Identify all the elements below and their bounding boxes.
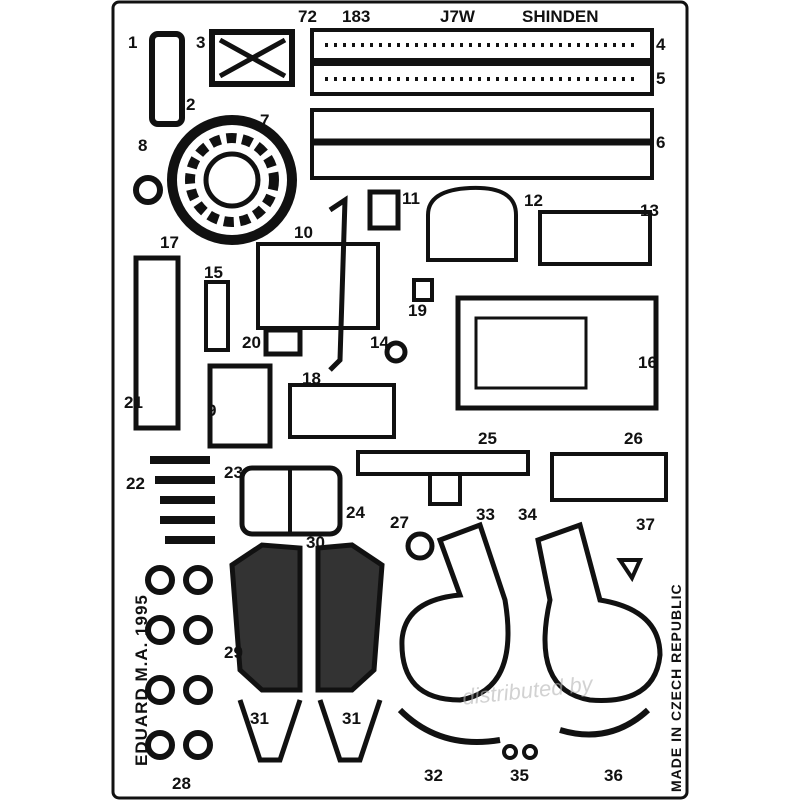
part-label: 17 [160, 233, 179, 252]
part-label: 9 [207, 401, 217, 420]
part-37 [616, 558, 644, 583]
part-label: 29 [224, 643, 243, 662]
part-11 [367, 189, 401, 231]
title-model: J7W [440, 7, 475, 26]
part-8 [133, 175, 163, 205]
part-18 [288, 383, 396, 439]
part-label: 7 [260, 111, 270, 130]
part-32-35-36 [397, 707, 651, 760]
part-29-30 [229, 542, 385, 693]
part-label: 13 [640, 201, 659, 220]
part-label: 20 [242, 333, 261, 352]
part-label: 22 [126, 474, 145, 493]
part-label: 6 [656, 133, 666, 152]
part-22-23-24 [150, 456, 343, 544]
part-9-20-19-14 [207, 278, 434, 449]
part-12 [426, 185, 518, 262]
part-label: 31 [342, 709, 361, 728]
part-label: 10 [294, 223, 313, 242]
part-label: 18 [302, 369, 321, 388]
part-label: 15 [204, 263, 223, 282]
part-33-34 [399, 521, 663, 703]
part-label: 11 [402, 189, 420, 208]
side-text-left: EDUARD M.A. 1995 [132, 594, 151, 766]
part-label: 1 [128, 33, 138, 52]
part-31 [237, 699, 383, 763]
part-label: 30 [306, 533, 325, 552]
part-25-26 [356, 450, 668, 506]
title-scale-b: 183 [342, 7, 371, 26]
part-15-17-21 [133, 255, 230, 431]
part-label: 3 [196, 33, 206, 52]
part-label: 8 [138, 136, 148, 155]
part-28 [145, 565, 213, 760]
part-16 [455, 295, 659, 411]
part-label: 12 [524, 191, 543, 210]
part-10 [256, 195, 380, 372]
part-label: 37 [636, 515, 655, 534]
part-label: 4 [656, 35, 666, 54]
fret-frame [111, 0, 689, 800]
part-27 [405, 531, 435, 561]
part-label: 21 [124, 393, 143, 412]
part-label: 23 [224, 463, 243, 482]
part-label: 36 [604, 766, 623, 785]
part-4-5 [310, 28, 654, 96]
title-name: SHINDEN [522, 7, 599, 26]
part-label: 27 [390, 513, 409, 532]
part-label: 25 [478, 429, 497, 448]
part-label: 28 [172, 774, 191, 793]
part-label: 31 [250, 709, 269, 728]
part-label: 33 [476, 505, 495, 524]
part-13 [538, 210, 652, 266]
part-label: 34 [518, 505, 537, 524]
part-label: 16 [638, 353, 657, 372]
part-label: 2 [186, 95, 196, 114]
part-7 [167, 115, 297, 245]
part-3 [209, 29, 295, 87]
part-label: 32 [424, 766, 443, 785]
part-label: 14 [370, 333, 389, 352]
part-1-2 [149, 31, 185, 127]
part-label: 19 [408, 301, 427, 320]
part-label: 5 [656, 69, 666, 88]
part-label: 24 [346, 503, 365, 522]
part-label: 26 [624, 429, 643, 448]
part-label: 35 [510, 766, 529, 785]
title-scale-a: 72 [298, 7, 317, 26]
side-text-right: MADE IN CZECH REPUBLIC [668, 583, 684, 792]
part-6 [310, 108, 654, 180]
